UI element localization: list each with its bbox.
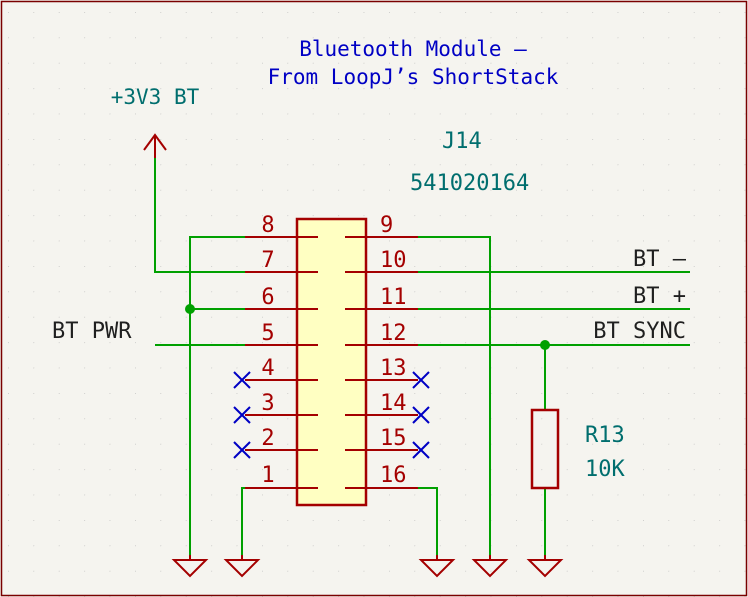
pin-number-left: 8: [261, 213, 274, 238]
wire-3v3: [154, 158, 245, 273]
no-connect-icon: [412, 441, 430, 459]
ground-icon: [171, 555, 209, 578]
pin-number-right: 12: [380, 321, 407, 346]
ground-icon: [418, 555, 456, 578]
ground-icon: [471, 555, 509, 578]
pin-number-left: 4: [261, 356, 274, 381]
connector-pin-contacts: [297, 236, 366, 489]
net-label-bt-sync: BT SYNC: [593, 319, 686, 344]
pin-number-left: 5: [261, 321, 274, 346]
wire-pin1: [241, 487, 245, 555]
connector-reference: J14: [442, 129, 482, 154]
pin-number-right: 15: [380, 426, 407, 451]
connector-value: 541020164: [410, 171, 529, 196]
pin-number-left: 7: [261, 248, 274, 273]
ground-icon: [526, 555, 564, 578]
junction-dot: [540, 340, 550, 350]
title-line-2: From LoopJ’s ShortStack: [268, 65, 559, 89]
pin-number-left: 1: [261, 463, 274, 488]
pin-number-right: 16: [380, 463, 407, 488]
pin-number-left: 3: [261, 391, 274, 416]
no-connect-icon: [233, 406, 251, 424]
net-label-bt-pwr: BT PWR: [52, 319, 132, 344]
pin-number-right: 9: [380, 213, 393, 238]
pin-number-right: 10: [380, 248, 407, 273]
resistor-value: 10K: [585, 457, 625, 482]
wire-pin9: [418, 236, 491, 555]
junction-dot: [185, 304, 195, 314]
no-connect-icon: [412, 371, 430, 389]
pin-number-left: 2: [261, 426, 274, 451]
ground-icon: [223, 555, 261, 578]
power-arrow-icon: [143, 133, 167, 158]
pin-number-right: 13: [380, 356, 407, 381]
no-connect-icon: [233, 371, 251, 389]
pin-number-left: 6: [261, 285, 274, 310]
no-connect-icon: [412, 406, 430, 424]
resistor-reference: R13: [585, 423, 625, 448]
power-label-3v3: +3V3 BT: [111, 85, 200, 109]
wire-gnd-left-bus: [189, 236, 245, 555]
title-line-1: Bluetooth Module –: [299, 37, 527, 61]
connector-body: [295, 217, 368, 507]
resistor-r13: [530, 408, 560, 490]
pin-number-right: 14: [380, 391, 407, 416]
net-label-bt-plus: BT +: [633, 284, 686, 309]
net-label-bt-minus: BT –: [633, 247, 687, 272]
wire-pin16: [418, 487, 438, 555]
pin-number-right: 11: [380, 285, 407, 310]
wires: [154, 158, 690, 555]
no-connect-icon: [233, 441, 251, 459]
